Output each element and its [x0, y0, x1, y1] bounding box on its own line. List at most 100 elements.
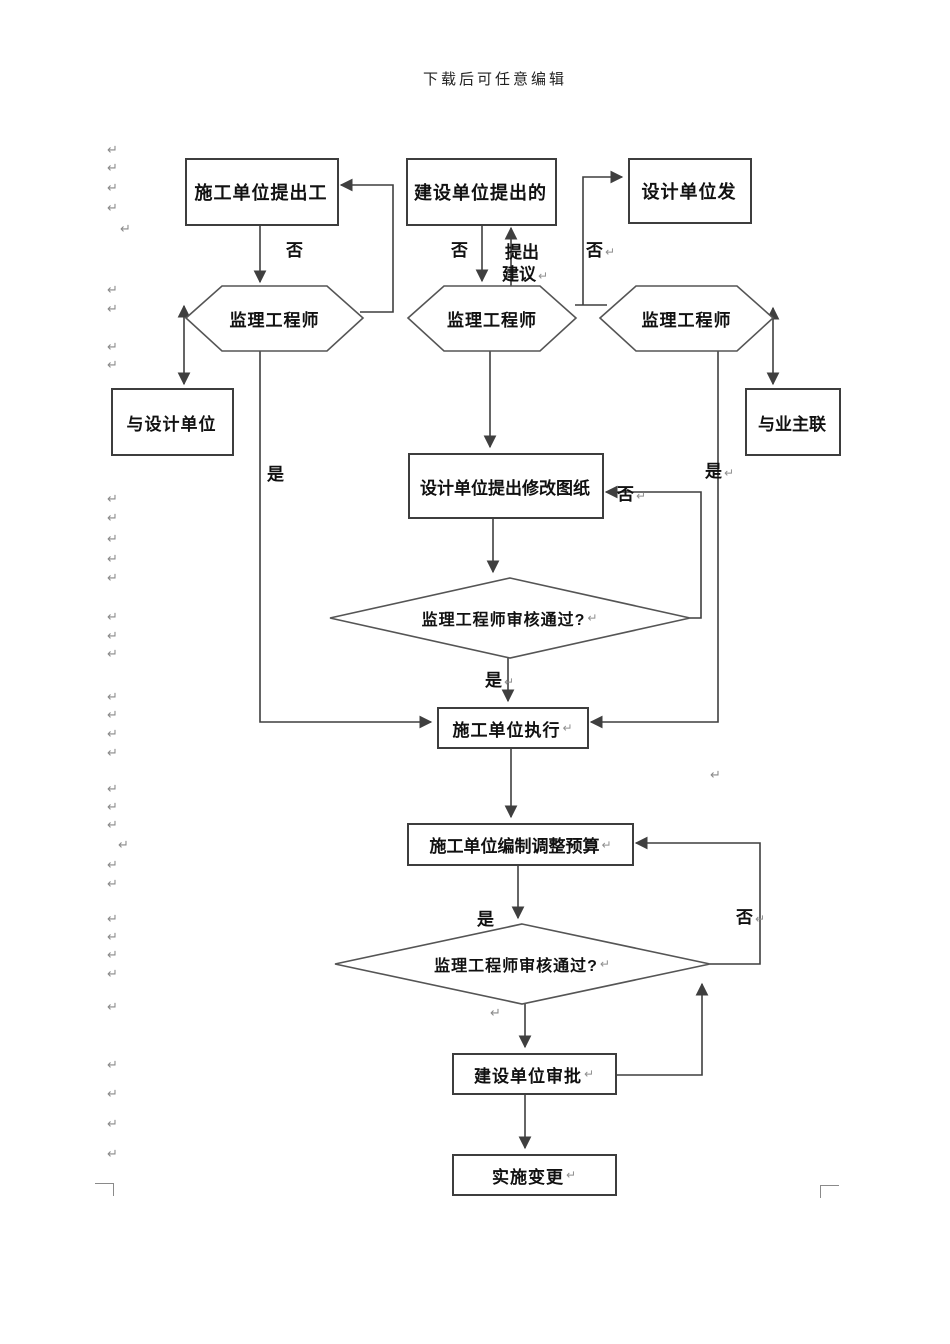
- paragraph-mark: ↵: [107, 646, 118, 661]
- box-label: 施工单位执行: [452, 720, 561, 740]
- paragraph-mark: ↵: [107, 339, 118, 354]
- paragraph-mark: ↵: [565, 1168, 578, 1182]
- paragraph-mark: ↵: [601, 837, 612, 852]
- label-no-b3: 否↵: [586, 236, 615, 261]
- paragraph-mark: ↵: [107, 570, 118, 585]
- paragraph-mark: ↵: [107, 357, 118, 372]
- label-yes-right: 是↵: [705, 457, 734, 482]
- box-designer-issues: 设计单位发: [628, 158, 752, 224]
- page-header-text: 下载后可任意编辑: [423, 71, 568, 88]
- label-no-d1: 否↵: [617, 480, 646, 505]
- label-yes-d1: 是↵: [485, 666, 514, 691]
- box-label: 建设单位审批: [473, 1066, 582, 1086]
- box-with-owner-contact: 与业主联: [745, 388, 841, 456]
- paragraph-mark: ↵: [107, 911, 118, 926]
- paragraph-mark: ↵: [107, 1057, 118, 1072]
- label-no-d2: 否↵: [736, 903, 765, 928]
- paragraph-mark: ↵: [107, 609, 118, 624]
- paragraph-mark: ↵: [107, 1116, 118, 1131]
- edge-label-text: 提出: [505, 243, 539, 262]
- box-contractor-executes: 施工单位执行↵: [437, 707, 589, 749]
- box-label: 与业主联: [758, 414, 826, 434]
- edge-label-text: 否: [736, 908, 753, 927]
- box-contractor-adjusts-budget: 施工单位编制调整预算↵: [407, 823, 634, 866]
- paragraph-mark: ↵: [107, 282, 118, 297]
- paragraph-mark: ↵: [107, 876, 118, 891]
- paragraph-mark: ↵: [538, 269, 549, 283]
- paragraph-mark: ↵: [107, 1146, 118, 1161]
- edge-hex3-to-b7: [589, 351, 719, 729]
- paragraph-mark: ↵: [504, 675, 515, 689]
- paragraph-mark: ↵: [710, 767, 721, 782]
- edge-label-text: 否: [586, 241, 603, 260]
- paragraph-mark: ↵: [107, 799, 118, 814]
- edge-label-text: 是: [705, 462, 722, 481]
- edge-d2-no-loop: [634, 836, 761, 965]
- shape-text: 监理工程师: [641, 311, 732, 330]
- edge-hex2-to-b3: [575, 177, 622, 306]
- paragraph-mark: ↵: [107, 707, 118, 722]
- paragraph-mark: ↵: [583, 1067, 596, 1081]
- paragraph-mark: ↵: [490, 1005, 501, 1020]
- edge-label-text: 否: [286, 241, 303, 260]
- diamond-review-1-label: 监理工程师审核通过?↵: [330, 578, 690, 658]
- paragraph-mark: ↵: [562, 721, 574, 735]
- paragraph-mark: ↵: [107, 200, 118, 215]
- paragraph-mark: ↵: [107, 999, 118, 1014]
- hexagon-supervisor-2: [406, 285, 578, 352]
- paragraph-mark: ↵: [107, 817, 118, 832]
- paragraph-mark: ↵: [636, 489, 647, 503]
- box-implement-change: 实施变更↵: [452, 1154, 617, 1196]
- edge-d1-no-loop: [604, 485, 702, 619]
- paragraph-mark: ↵: [107, 966, 118, 981]
- box-label: 设计单位提出修改图纸: [420, 478, 590, 498]
- paragraph-mark: ↵: [107, 628, 118, 643]
- paragraph-mark: ↵: [724, 466, 735, 480]
- box-label: 建设单位提出的: [414, 183, 547, 203]
- page-corner-mark-bottom-left: [95, 1183, 114, 1196]
- hexagon-supervisor-1-label: 监理工程师: [186, 286, 363, 351]
- box-label: 实施变更: [491, 1167, 564, 1187]
- box-label: 与设计单位: [126, 414, 217, 434]
- edge-label-text: 否: [617, 485, 634, 504]
- hexagon-supervisor-1: [184, 285, 365, 352]
- paragraph-mark: ↵: [587, 611, 599, 625]
- box-with-design-unit: 与设计单位: [111, 388, 234, 456]
- paragraph-mark: ↵: [107, 551, 118, 566]
- paragraph-mark: ↵: [107, 531, 118, 546]
- shape-text: 监理工程师审核通过?: [421, 612, 586, 629]
- paragraph-mark: ↵: [107, 745, 118, 760]
- paragraph-mark: ↵: [107, 510, 118, 525]
- label-suggest-line2: 建议↵: [502, 260, 548, 285]
- page-corner-mark-bottom-right: [820, 1185, 839, 1198]
- box-designer-revises-drawings: 设计单位提出修改图纸: [408, 453, 604, 519]
- edge-hex1-to-b1: [339, 178, 394, 313]
- paragraph-mark: ↵: [107, 947, 118, 962]
- shape-text: 监理工程师审核通过?: [434, 958, 598, 975]
- box-label: 施工单位提出工: [194, 183, 328, 203]
- paragraph-mark: ↵: [107, 491, 118, 506]
- shape-text: 监理工程师: [447, 311, 537, 330]
- box-owner-proposes: 建设单位提出的: [406, 158, 557, 226]
- box-label: 设计单位发: [641, 182, 737, 202]
- diamond-review-2: [334, 923, 711, 1005]
- paragraph-mark: ↵: [599, 957, 611, 971]
- label-suggest-line1: 提出: [505, 238, 539, 263]
- box-label: 施工单位编制调整预算: [429, 837, 600, 856]
- edge-label-text: 是: [477, 910, 494, 929]
- label-yes-d2: 是: [477, 905, 494, 930]
- paragraph-mark: ↵: [107, 689, 118, 704]
- paragraph-mark: ↵: [107, 301, 118, 316]
- paragraph-mark: ↵: [107, 160, 118, 175]
- shape-text: 监理工程师: [229, 311, 320, 330]
- paragraph-mark: ↵: [107, 142, 118, 157]
- paragraph-mark: ↵: [755, 912, 766, 926]
- box-contractor-proposes: 施工单位提出工: [185, 158, 339, 226]
- hexagon-supervisor-2-label: 监理工程师: [408, 286, 576, 351]
- hexagon-supervisor-3-label: 监理工程师: [600, 286, 773, 351]
- edge-label-text: 是: [267, 465, 284, 484]
- edge-label-text: 建议: [502, 265, 536, 284]
- edge-hex1-to-b7: [259, 351, 433, 729]
